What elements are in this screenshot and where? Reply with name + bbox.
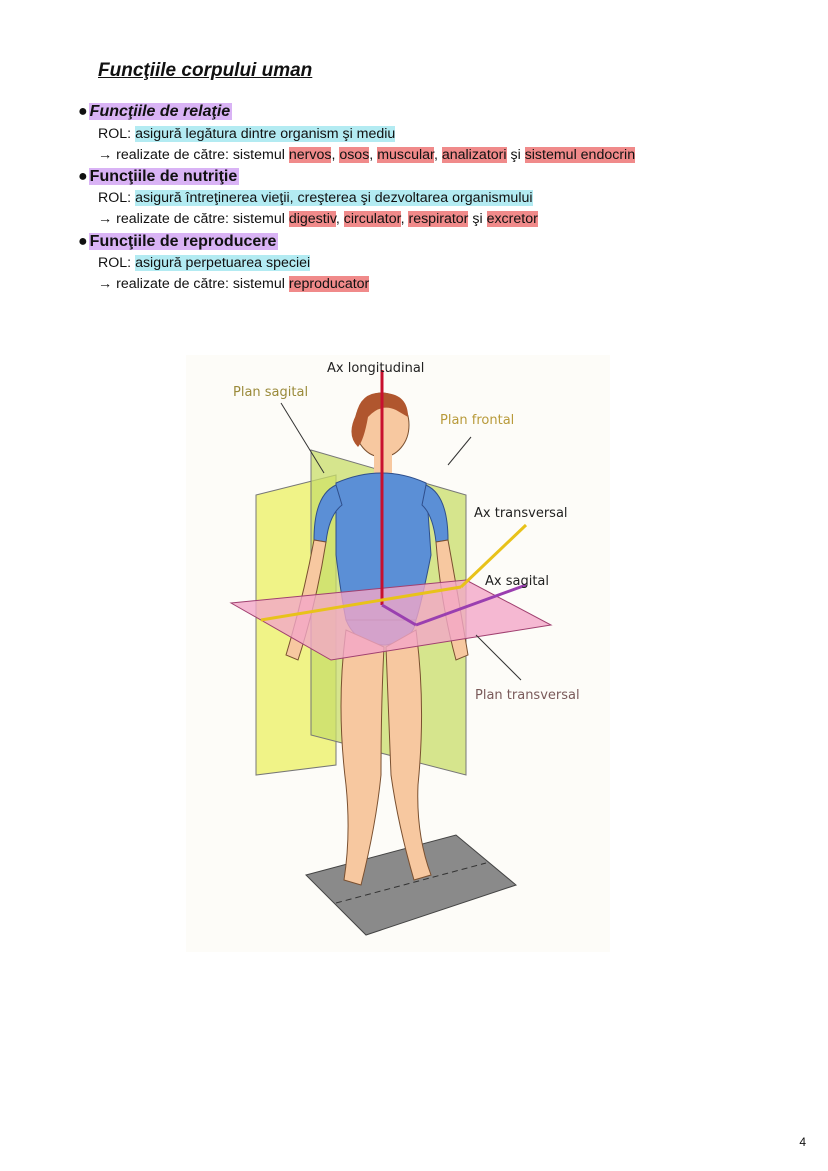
connector: şi: [472, 211, 483, 227]
floor-dashed-line: [335, 862, 487, 904]
arrow-text: → realizate de către: sistemul: [98, 276, 285, 292]
transverse-axis: [260, 585, 462, 622]
transverse-axis-extension: [459, 523, 528, 589]
left-leg: [340, 629, 385, 886]
hair-shape: [351, 392, 408, 447]
figure-svg: Ax longitudinal Plan sagital Plan fronta…: [229, 361, 580, 936]
bullet: ●: [78, 103, 88, 120]
label-plan-sagital: Plan sagital: [233, 385, 308, 400]
system-item: circulator: [343, 211, 401, 227]
transverse-plane: [229, 579, 553, 661]
system-item: digestiv: [288, 211, 336, 227]
page-number: 4: [799, 1135, 806, 1149]
sagittal-axis: [381, 603, 417, 627]
rol-text: asigură întreţinerea vieţii, creşterea ş…: [135, 190, 533, 206]
systems-line: → realizate de către: sistemul nervos, o…: [98, 147, 636, 163]
leader-line: [475, 634, 522, 681]
label-ax-sagital: Ax sagital: [485, 574, 549, 589]
system-item: respirator: [408, 211, 469, 227]
rol-label: ROL:: [98, 190, 132, 206]
system-item: osos: [339, 147, 370, 163]
label-ax-longitudinal: Ax longitudinal: [327, 361, 424, 376]
rol-line: ROL: asigură întreţinerea vieţii, creşte…: [98, 190, 533, 206]
heading-text: Funcţiile de relaţie: [88, 103, 233, 120]
page-title: Funcţiile corpului uman: [98, 60, 313, 81]
system-item: reproducator: [288, 276, 370, 292]
label-plan-transversal: Plan transversal: [475, 688, 580, 703]
rol-label: ROL:: [98, 126, 132, 142]
system-item: sistemul endocrin: [524, 147, 636, 163]
leader-line: [280, 402, 325, 474]
sagittal-axis-extension: [415, 583, 527, 627]
rol-line: ROL: asigură legătura dintre organism şi…: [98, 126, 396, 142]
system-item: analizatori: [441, 147, 507, 163]
heading-text: Funcţiile de reproducere: [88, 233, 279, 250]
rol-text: asigură perpetuarea speciei: [135, 255, 311, 271]
systems-line: → realizate de către: sistemul digestiv,…: [98, 211, 538, 227]
label-plan-frontal: Plan frontal: [440, 413, 514, 428]
right-leg: [385, 629, 432, 881]
systems-line: → realizate de către: sistemul reproduca…: [98, 276, 370, 292]
arrow-text: → realizate de către: sistemul: [98, 211, 285, 227]
system-item: muscular: [377, 147, 434, 163]
heading-reproducere: ●Funcţiile de reproducere: [78, 233, 279, 251]
label-ax-transversal: Ax transversal: [474, 506, 568, 521]
heading-nutritie: ●Funcţiile de nutriţie: [78, 168, 240, 186]
leader-line: [447, 436, 472, 466]
rol-label: ROL:: [98, 255, 132, 271]
rol-line: ROL: asigură perpetuarea speciei: [98, 255, 311, 271]
connector: şi: [510, 147, 521, 163]
rol-text: asigură legătura dintre organism şi medi…: [135, 126, 396, 142]
system-item: excretor: [486, 211, 538, 227]
arrow-text: → realizate de către: sistemul: [98, 147, 285, 163]
system-item: nervos: [288, 147, 332, 163]
bullet: ●: [78, 233, 88, 250]
anatomical-planes-figure: Ax longitudinal Plan sagital Plan fronta…: [186, 355, 610, 952]
bullet: ●: [78, 168, 88, 185]
heading-relatie: ●Funcţiile de relaţie: [78, 103, 233, 121]
heading-text: Funcţiile de nutriţie: [88, 168, 240, 185]
